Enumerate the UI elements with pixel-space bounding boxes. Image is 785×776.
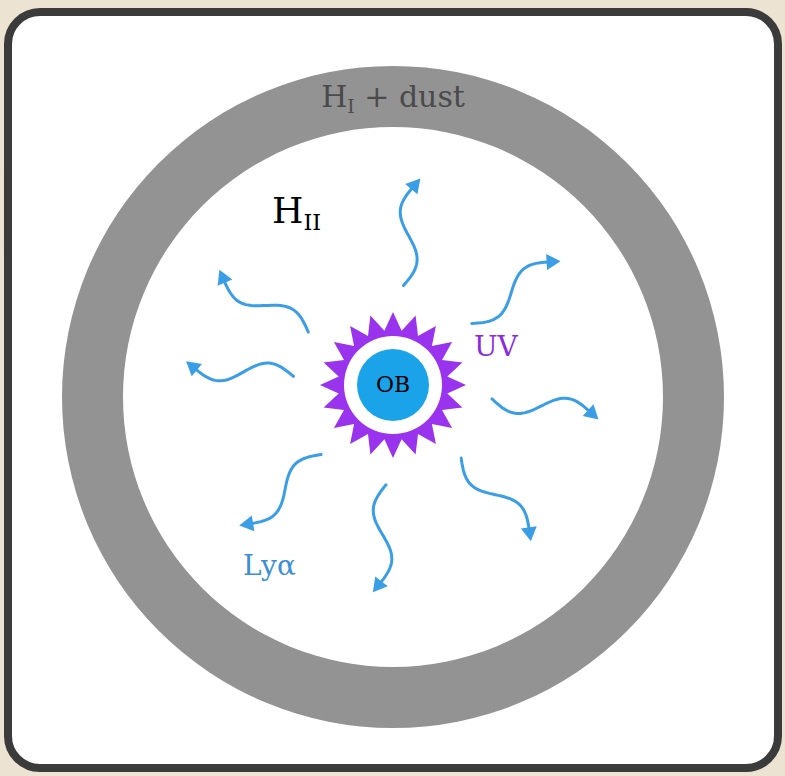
star-label: OB (376, 372, 410, 397)
arrow-head (373, 576, 388, 592)
photon-wave (461, 458, 529, 531)
uv-star (320, 312, 466, 458)
photon-wave (373, 485, 392, 585)
photon-wave (249, 455, 321, 524)
photon-wave (223, 279, 308, 332)
star-core (344, 336, 442, 434)
arrow-head (405, 178, 420, 194)
photon-wave (492, 398, 591, 413)
arrow-head (218, 270, 233, 286)
photon-wave (400, 186, 417, 285)
arrow-head (186, 361, 202, 376)
star-node: OB (356, 348, 430, 422)
region-label: HI + dust (321, 80, 465, 115)
arrow-head (583, 404, 599, 419)
photon-wave (194, 363, 294, 381)
photon-wave (472, 262, 551, 324)
radiation-label: UV (474, 331, 518, 363)
lyman-alpha-photons (186, 178, 598, 592)
star-burst (320, 312, 466, 458)
radiation-label: Lyα (243, 550, 296, 582)
arrow-head (521, 526, 537, 541)
frame (8, 12, 778, 768)
arrow-head (239, 515, 254, 531)
star-disk (357, 349, 429, 421)
arrow-head (546, 254, 560, 270)
shell-band (62, 66, 724, 728)
region-label: HII (272, 190, 321, 231)
